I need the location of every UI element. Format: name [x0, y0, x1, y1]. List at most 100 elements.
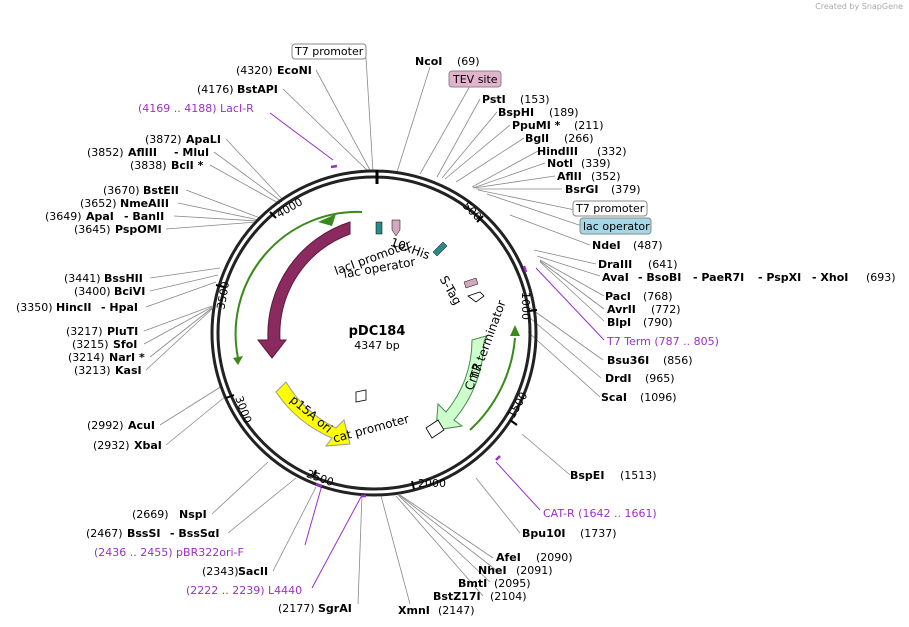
pluTI-label: PluTI: [107, 325, 138, 338]
hindIII-pos: (332): [597, 145, 627, 158]
tick-marks: [215, 211, 538, 490]
laciR-primer-label: (4169 .. 4188) LacI-R: [138, 102, 254, 115]
bstEII-pos: (3670): [103, 184, 140, 197]
drdI-pos: (965): [645, 372, 675, 385]
his-tag-mark: [432, 241, 448, 257]
ncoI-pos: (69): [457, 55, 480, 68]
bclI-pos: (3838): [130, 159, 167, 172]
pacI-label: PacI: [605, 290, 631, 303]
hpaI-label: - HpaI: [101, 301, 138, 314]
bciVI-pos: (3400): [74, 285, 111, 298]
afeI-pos: (2090): [536, 551, 573, 564]
plasmid-size: 4347 bp: [354, 339, 399, 352]
bsu36I-pos: (856): [663, 354, 693, 367]
arc-arrowhead: [510, 325, 520, 336]
draIII-pos: (641): [648, 258, 678, 271]
t7-promoter-box-right: [572, 200, 648, 217]
bstZ17I-label: BstZ17I: [433, 590, 481, 603]
aflIII-pos: (3852): [87, 146, 124, 159]
right-labels: XmnI (2147) BstZ17I (2104) BmtI (2095) N…: [398, 55, 896, 617]
ncoI-label: NcoI: [415, 55, 442, 68]
acuI-pos: (2992): [87, 419, 124, 432]
bssSaI-label: - BssSαI: [170, 527, 219, 540]
ecoNI-pos: (4320): [236, 64, 273, 77]
narI-label: NarI *: [109, 351, 145, 364]
bspEI-label: BspEI: [570, 469, 604, 482]
t7-terminator-mark: [467, 291, 485, 303]
paeR7I-label: - PaeR7I: [693, 271, 744, 284]
bspHI-label: BspHI: [498, 106, 534, 119]
lacI-feature[interactable]: [256, 221, 351, 359]
bpu10I-label: Bpu10I: [522, 527, 566, 540]
banII-label: - BanII: [124, 210, 164, 223]
pluTI-pos: (3217): [66, 325, 103, 338]
aflII-pos: (352): [591, 170, 621, 183]
sacII-label: SacII: [238, 565, 268, 578]
notI-label: NotI: [547, 157, 573, 170]
aflII-label: AflII: [557, 170, 582, 183]
blpI-pos: (790): [643, 316, 673, 329]
tick-label: 4000: [274, 195, 305, 220]
pacI-pos: (768): [643, 290, 673, 303]
xmnI-pos: (2147): [438, 604, 475, 617]
lac-operator-box: [579, 217, 652, 235]
lac-operator-box-label: lac operator: [583, 220, 650, 233]
ndeI-label: NdeI: [592, 239, 621, 252]
t7-promoter-label-top: T7 promoter: [294, 45, 364, 58]
l4440-primer-label: (2222 .. 2239) L4440: [186, 584, 302, 597]
kasI-pos: (3213): [74, 364, 111, 377]
kasI-label: KasI: [115, 364, 142, 377]
cat-promoter-mark-2: [425, 419, 445, 439]
scaI-label: ScaI: [601, 391, 627, 404]
avaI-label: AvaI: [602, 271, 629, 284]
ecoNI-label: EcoNI: [277, 64, 312, 77]
xhoI-label: - XhoI: [812, 271, 848, 284]
nspI-label: NspI: [179, 508, 207, 521]
pspXI-label: - PspXI: [758, 271, 801, 284]
sgrAI-pos: (2177): [278, 602, 315, 615]
tev-site-box: [448, 70, 502, 88]
stag-mark: [463, 277, 479, 289]
bstAPI-pos: (4176): [197, 83, 234, 96]
ppuMI-label: PpuMI *: [512, 119, 561, 132]
bciVI-label: BciVI: [114, 285, 145, 298]
bclI-label: BclI *: [171, 159, 204, 172]
ndeI-pos: (487): [633, 239, 663, 252]
plasmid-name: pDC184: [349, 324, 406, 339]
bspEI-pos: (1513): [620, 469, 657, 482]
bssSI-pos: (2467): [86, 527, 123, 540]
bsu36I-label: Bsu36I: [607, 354, 649, 367]
nspI-pos: (2669): [132, 508, 169, 521]
pspOMI-pos: (3645): [74, 223, 111, 236]
catR-primer-label: CAT-R (1642 .. 1661): [543, 507, 657, 520]
left-labels: (4320) EcoNI (4176) BstAPI (4169 .. 4188…: [16, 64, 352, 615]
connector-lines: [143, 57, 605, 605]
tick-label: 2000: [418, 477, 446, 490]
pstI-pos: (153): [520, 93, 550, 106]
arc-arrowhead: [318, 214, 336, 226]
p15a-feature[interactable]: [275, 381, 351, 447]
nheI-label: NheI: [478, 564, 507, 577]
bstZ17I-pos: (2104): [490, 590, 527, 603]
cmr-feature[interactable]: [435, 335, 487, 431]
apaI-pos: (3649): [45, 210, 82, 223]
tev-mark: [391, 219, 401, 237]
lac-operator-mark: [375, 221, 383, 235]
backbone-outer: [210, 169, 538, 497]
tick-label: 3000: [232, 394, 254, 425]
bmtI-label: BmtI: [458, 577, 487, 590]
avrII-label: AvrII: [607, 303, 636, 316]
pstI-label: PstI: [482, 93, 506, 106]
drdI-label: DrdI: [605, 372, 632, 385]
bpu10I-pos: (1737): [580, 527, 617, 540]
sgrAI-label: SgrAI: [318, 602, 352, 615]
bssSI-label: BssSI: [127, 527, 161, 540]
bssHII-pos: (3441): [64, 272, 101, 285]
t7-promoter-box-top: [291, 43, 367, 60]
t7-promoter-label-right: T7 promoter: [575, 202, 645, 215]
apaLI-pos: (3872): [145, 133, 182, 146]
hincII-label: HincII: [56, 301, 92, 314]
ppuMI-pos: (211): [574, 119, 604, 132]
avaI-pos: (693): [866, 271, 896, 284]
